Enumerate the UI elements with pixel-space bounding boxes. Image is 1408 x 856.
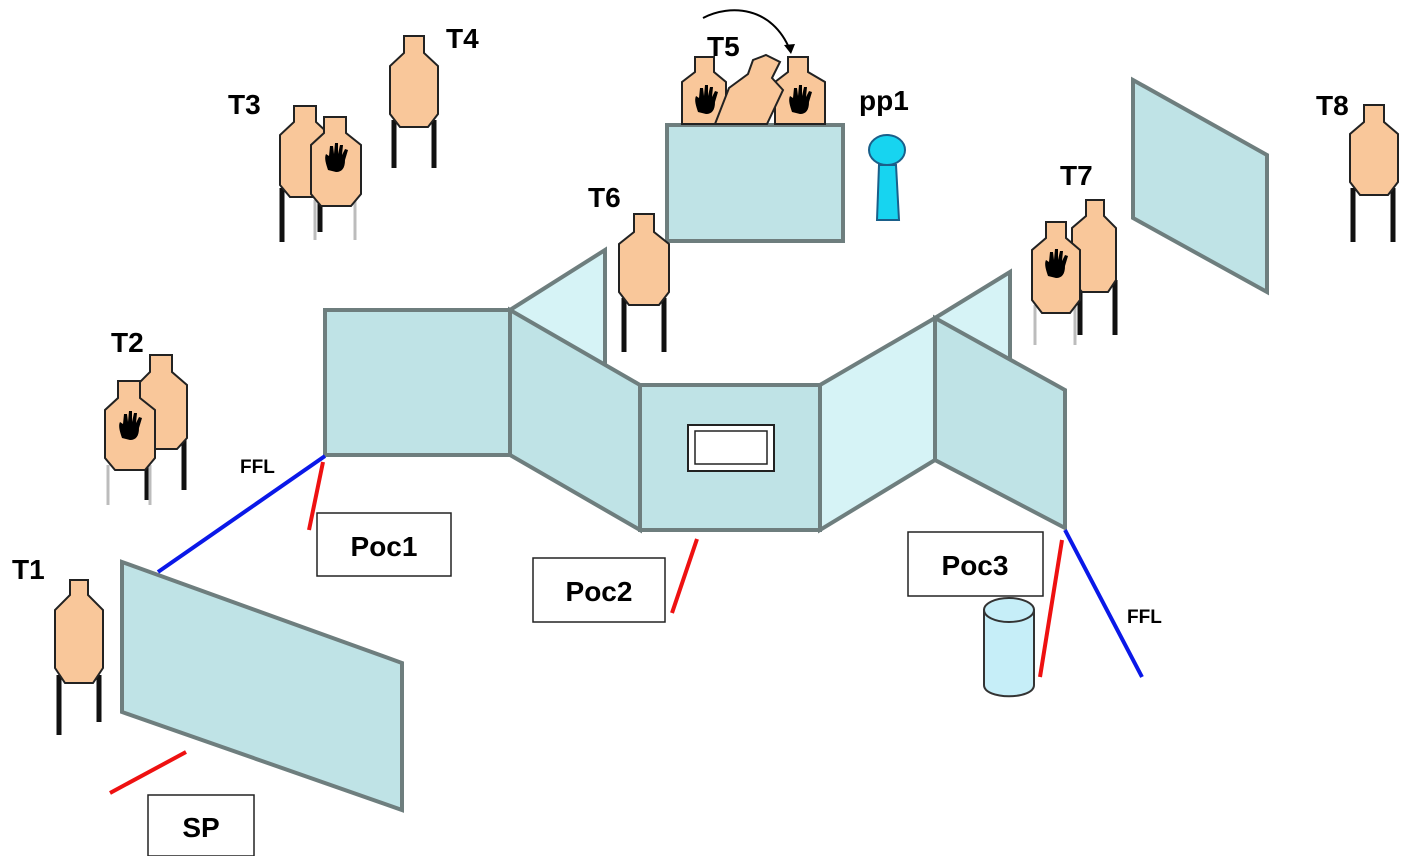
fault-line-left: [156, 454, 327, 574]
target-label-t7: T7: [1060, 160, 1093, 191]
window-port: [687, 424, 775, 472]
target-t4: [389, 35, 439, 168]
target-t8: [1349, 104, 1399, 242]
sp-label: SP: [182, 812, 219, 843]
fault-line-label-left: FFL: [240, 457, 275, 478]
barrel: [983, 597, 1035, 698]
wall-t5-box: [665, 123, 845, 243]
wall-left-front: [323, 308, 512, 457]
target-label-t2: T2: [111, 327, 144, 358]
target-t6: [618, 213, 670, 352]
poc1-marker-line: [307, 461, 325, 531]
popper-pp1: [868, 134, 906, 221]
poc3-box: [907, 531, 1044, 597]
target-label-t8: T8: [1316, 90, 1349, 121]
center-barricade: [323, 246, 1067, 534]
target-label-t6: T6: [588, 182, 621, 213]
target-t7: [1031, 199, 1118, 345]
swing-arrow-icon: [702, 9, 791, 51]
poc1-label: Poc1: [351, 531, 418, 562]
target-t2: [104, 354, 188, 505]
target-t1: [54, 579, 104, 735]
target-t3: [279, 105, 362, 242]
wall-start: [120, 559, 404, 813]
poc3-marker-line: [1038, 539, 1064, 678]
poc2-box: [532, 557, 666, 623]
wall-right-angle: [818, 314, 937, 534]
poc2-marker-line: [670, 538, 699, 614]
sp-box: [147, 794, 255, 856]
fault-line-right: [1063, 529, 1144, 678]
target-label-t4: T4: [446, 23, 479, 54]
target-label-t3: T3: [228, 89, 261, 120]
poc3-label: Poc3: [942, 550, 1009, 581]
sp-marker-line: [109, 750, 187, 795]
target-t5: [681, 9, 826, 125]
poc1-box: [316, 512, 452, 577]
target-label-t1: T1: [12, 554, 45, 585]
wall-far-right: [1131, 76, 1269, 296]
poc2-label: Poc2: [566, 576, 633, 607]
target-label-t5: T5: [707, 31, 740, 62]
wall-right-front: [933, 314, 1067, 532]
popper-label: pp1: [859, 85, 909, 116]
fault-line-label-right: FFL: [1127, 607, 1162, 628]
